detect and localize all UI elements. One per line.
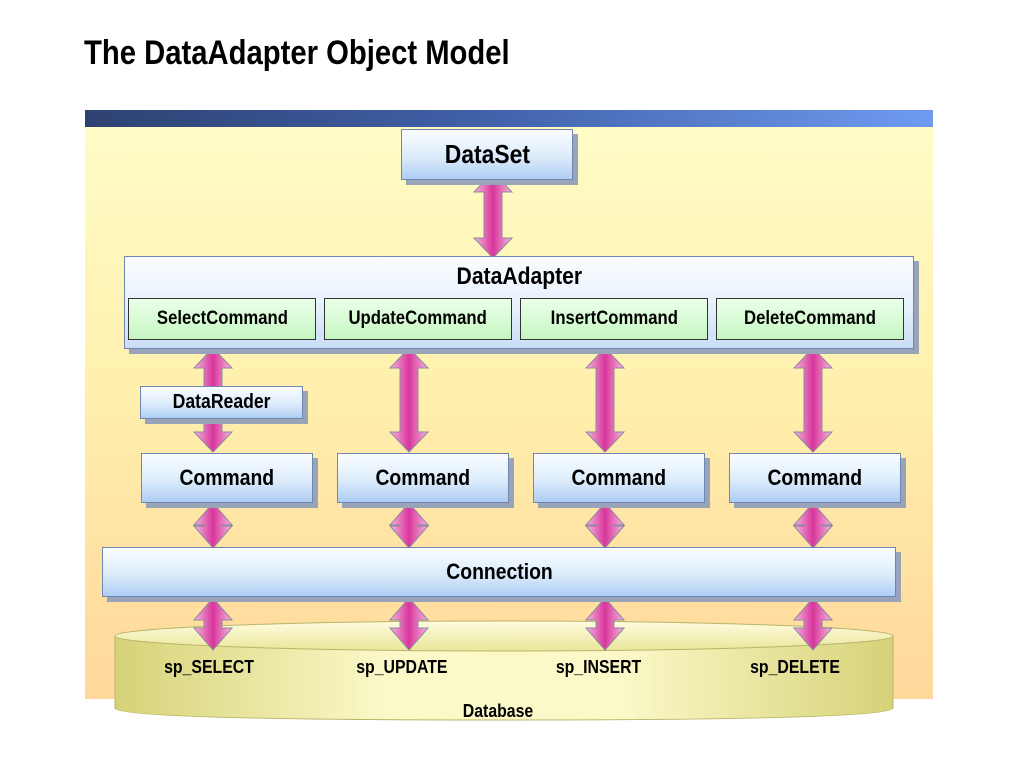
sp-update-label: sp_UPDATE xyxy=(356,657,448,677)
update-command-box: UpdateCommand xyxy=(324,298,512,340)
arrow-connection-database-insert xyxy=(584,597,626,651)
sp-delete-label: sp_DELETE xyxy=(750,657,840,677)
arrow-group xyxy=(192,171,834,651)
arrow-adapter-command-delete xyxy=(792,347,834,453)
arrow-connection-database-update xyxy=(388,597,430,651)
arrow-dataset-adapter xyxy=(472,171,514,259)
arrow-command-connection-delete xyxy=(792,502,834,549)
arrow-connection-database-delete xyxy=(792,597,834,651)
sp-select-label: sp_SELECT xyxy=(164,657,254,677)
select-command-box: SelectCommand xyxy=(128,298,316,340)
arrow-command-connection-insert xyxy=(584,502,626,549)
dataset-label: DataSet xyxy=(444,139,530,169)
insert-command-box: InsertCommand xyxy=(520,298,708,340)
arrow-command-connection-update xyxy=(388,502,430,549)
sp-insert-label: sp_INSERT xyxy=(555,657,642,677)
arrow-adapter-command-update xyxy=(388,347,430,453)
command-box-update: Command xyxy=(337,453,509,503)
arrow-command-connection-select xyxy=(192,502,234,549)
command-box-delete: Command xyxy=(729,453,901,503)
arrow-adapter-command-insert xyxy=(584,347,626,453)
title-accent-bar xyxy=(85,110,933,127)
arrow-connection-database-select xyxy=(192,597,234,651)
command-box-select: Command xyxy=(141,453,313,503)
connection-box: Connection xyxy=(102,547,896,597)
data-reader-box: DataReader xyxy=(140,386,303,419)
delete-command-box: DeleteCommand xyxy=(716,298,904,340)
database-label: Database xyxy=(462,701,534,721)
database-cylinder xyxy=(114,620,894,721)
page-title: The DataAdapter Object Model xyxy=(84,34,510,72)
dataset-box: DataSet xyxy=(401,129,573,180)
data-adapter-label: DataAdapter xyxy=(456,263,582,290)
command-box-insert: Command xyxy=(533,453,705,503)
